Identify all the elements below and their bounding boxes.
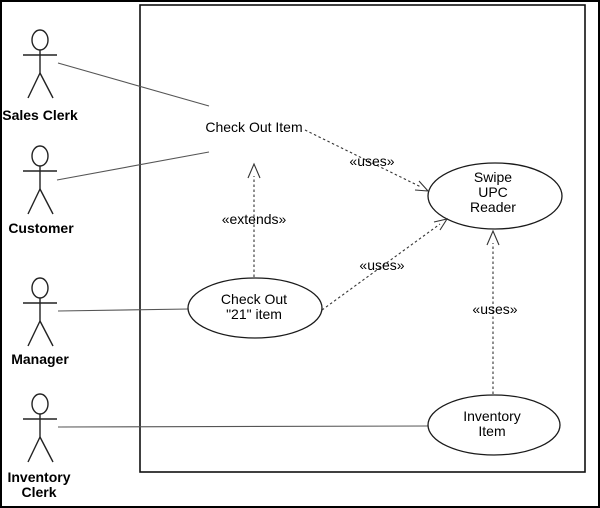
uses-line-check-out-21-item-to-swipe-upc-reader	[321, 223, 441, 311]
arrowhead-extends	[247, 162, 261, 179]
stereotype-uses-check-out-21-item: «uses»	[359, 257, 405, 273]
association-inventory-clerk-inventory-item	[57, 425, 430, 428]
actor-figure-customer	[22, 145, 58, 215]
actor-label-sales-clerk: Sales Clerk	[2, 108, 78, 123]
arrowhead-uses-inventory-item	[486, 229, 500, 246]
actor-label-inventory-clerk: Inventory Clerk	[7, 470, 70, 500]
actor-label-inventory-clerk-line2: Clerk	[21, 484, 57, 500]
actor-label-manager-line: Manager	[11, 351, 69, 367]
actor-label-manager: Manager	[11, 352, 69, 367]
use-case-label-check-out-item: Check Out Item	[205, 119, 303, 135]
arrowhead-uses-check-out-21-item	[433, 218, 449, 231]
actor-label-sales-clerk-line: Sales Clerk	[2, 107, 78, 123]
actor-figure-sales-clerk	[22, 29, 58, 99]
actor-label-inventory-clerk-line1: Inventory	[7, 469, 71, 485]
association-manager-check-out-21-item	[57, 308, 190, 312]
association-sales-clerk-check-out-item	[57, 62, 210, 107]
use-case-ellipse-inventory-item	[427, 394, 561, 456]
actor-label-customer-line: Customer	[8, 220, 74, 236]
association-customer-check-out-item	[56, 151, 210, 181]
use-case-label-swipe-line3: Reader	[470, 199, 516, 215]
use-case-ellipse-check-out-21-item	[187, 277, 323, 339]
use-case-label-co21-line1: Check Out	[220, 291, 288, 307]
stereotype-uses-check-out-item: «uses»	[349, 153, 395, 169]
use-case-label-swipe-upc-reader: Swipe UPC Reader	[470, 170, 516, 215]
use-case-ellipse-swipe-upc-reader	[427, 162, 563, 230]
stereotype-extends: «extends»	[221, 211, 287, 227]
use-case-label-swipe-line2: UPC	[478, 184, 508, 200]
use-case-label-check-out-21-item: Check Out "21" item	[221, 292, 287, 322]
actor-figure-manager	[22, 277, 58, 347]
use-case-label-inventory-line1: Inventory	[463, 408, 521, 424]
actor-label-customer: Customer	[8, 221, 73, 236]
stereotype-uses-inventory-item: «uses»	[472, 301, 518, 317]
use-case-label-co21-line2: "21" item	[226, 306, 282, 322]
uses-line-check-out-item-to-swipe-upc-reader	[304, 129, 422, 188]
arrowhead-uses-check-out-item	[414, 180, 430, 192]
system-boundary	[139, 4, 586, 473]
use-case-label-swipe-line1: Swipe	[473, 169, 513, 185]
use-case-label-inventory-item: Inventory Item	[463, 409, 521, 439]
use-case-label-inventory-line2: Item	[478, 423, 506, 439]
actor-figure-inventory-clerk	[22, 393, 58, 463]
